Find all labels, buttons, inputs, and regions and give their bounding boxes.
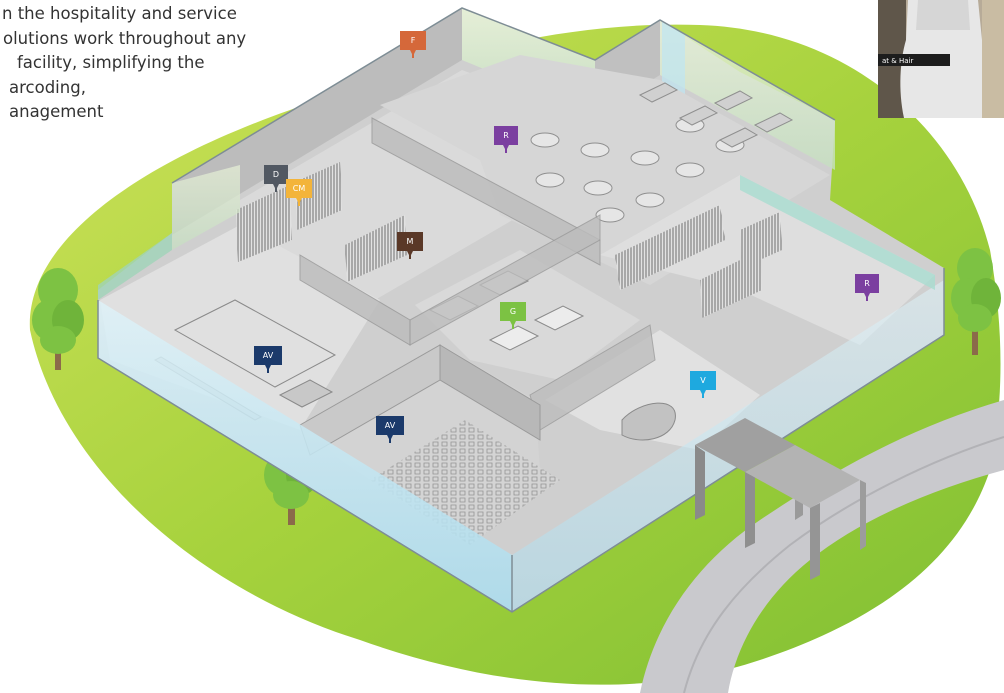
marker-r-retail[interactable]: R xyxy=(855,274,879,301)
entrance-canopy xyxy=(695,418,866,580)
marker-r-restaurant[interactable]: R xyxy=(494,126,518,153)
marker-label: CM xyxy=(292,184,306,193)
intro-line: n the hospitality and service xyxy=(2,4,237,23)
marker-label: AV xyxy=(262,351,274,360)
intro-line: olutions work throughout any xyxy=(3,28,247,48)
intro-line: anagement xyxy=(9,102,104,121)
marker-label: G xyxy=(509,307,517,316)
intro-text: n the hospitality and service olutions w… xyxy=(0,2,330,125)
marker-label: V xyxy=(700,376,706,385)
glass-wall-left xyxy=(98,300,512,612)
marker-d[interactable]: D xyxy=(264,165,288,192)
marker-g[interactable]: G xyxy=(500,302,526,329)
tree-left xyxy=(32,268,84,370)
intro-line: facility, simplifying the xyxy=(17,53,205,72)
product-photo: at & Hair xyxy=(878,0,1004,118)
marker-label: AV xyxy=(384,421,396,430)
marker-label: R xyxy=(503,131,509,140)
marker-f[interactable]: F xyxy=(400,31,426,58)
marker-label: D xyxy=(272,170,280,179)
marker-v[interactable]: V xyxy=(690,371,716,398)
intro-line: arcoding, xyxy=(9,77,86,97)
marker-label: F xyxy=(410,36,416,45)
marker-cm[interactable]: CM xyxy=(286,179,312,206)
marker-av-auditorium[interactable]: AV xyxy=(376,416,404,443)
marker-m[interactable]: M xyxy=(397,232,423,259)
marker-label: M xyxy=(406,237,414,246)
tree-right xyxy=(951,248,1001,355)
marker-av-conference[interactable]: AV xyxy=(254,346,282,373)
photo-label: at & Hair xyxy=(882,57,913,65)
marker-label: R xyxy=(864,279,870,288)
auditorium-seating xyxy=(370,420,560,545)
